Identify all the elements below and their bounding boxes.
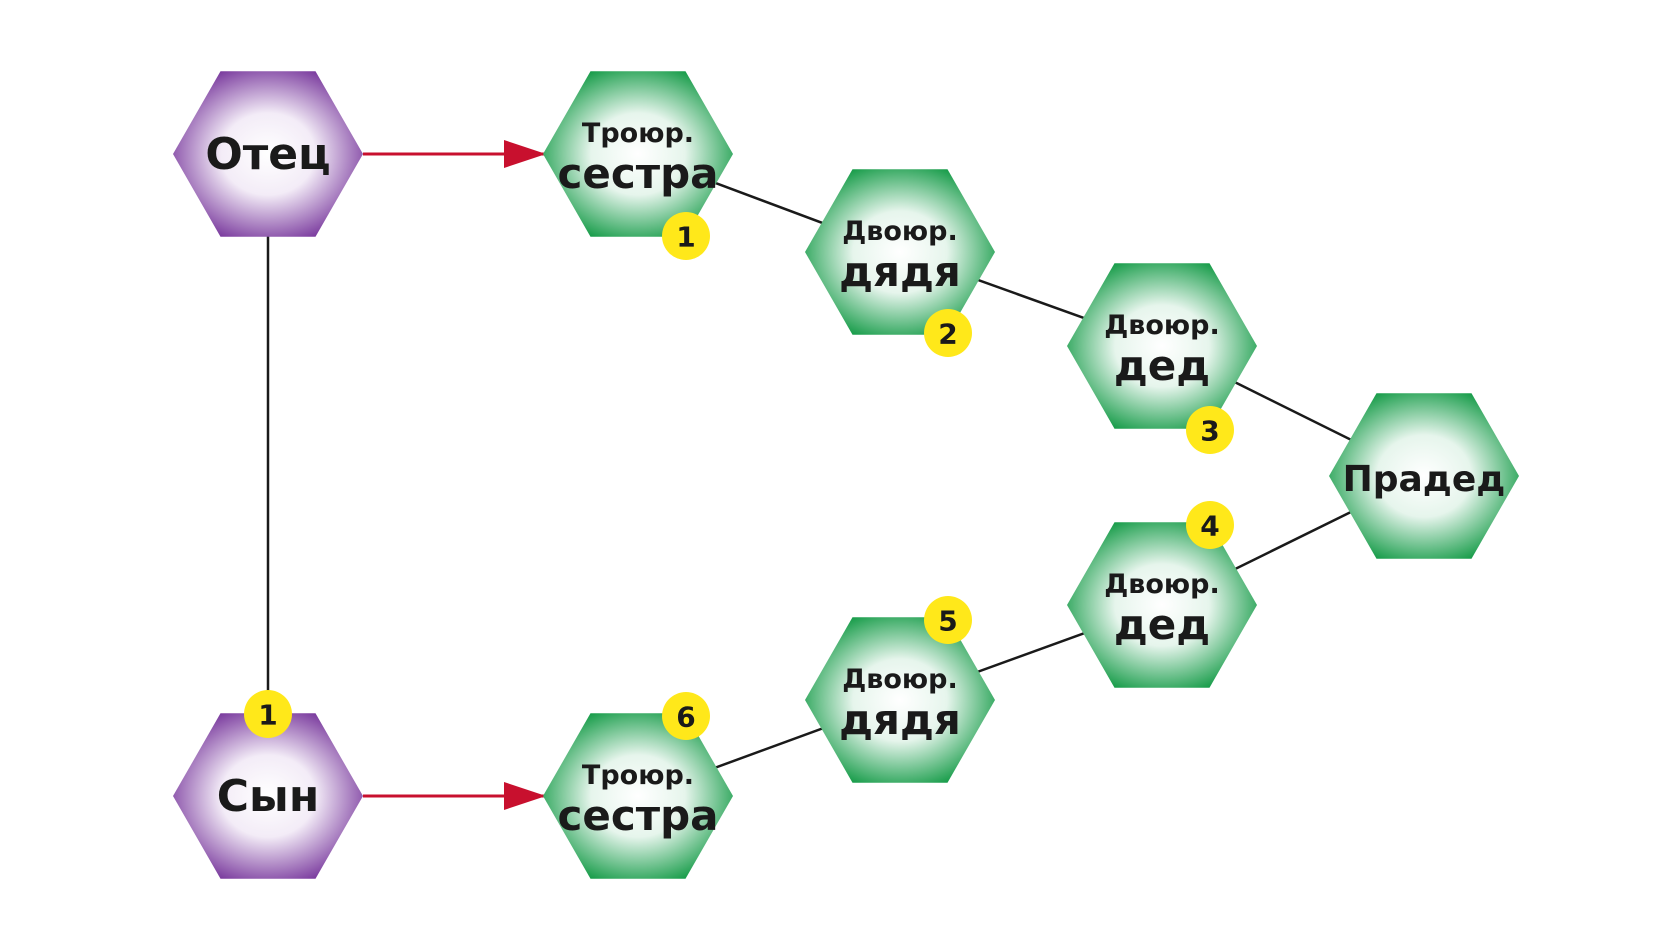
node-label-top: Двоюр.	[1104, 569, 1220, 600]
node-son: Сын	[173, 713, 363, 879]
node-father: Отец	[173, 71, 363, 237]
arrow-son-to-cousin2-sister-bottom	[504, 782, 546, 810]
node-label-main: дед	[1114, 341, 1210, 390]
badge-number: 1	[676, 221, 695, 254]
hexagon-great-grandfather	[1329, 393, 1519, 559]
hexagon-son	[173, 713, 363, 879]
badge-number: 1	[258, 699, 277, 732]
badge-bottom-6: 6	[662, 692, 710, 740]
node-label-main: Сын	[217, 771, 319, 822]
hexagon-cousin-grandfather-top	[1067, 263, 1257, 429]
badge-circle	[662, 692, 710, 740]
badge-top-3: 3	[1186, 406, 1234, 454]
hexagon-cousin-grandfather-bottom	[1067, 522, 1257, 688]
node-cousin2-sister-top: Троюр.сестра	[543, 71, 733, 237]
badge-circle	[1186, 406, 1234, 454]
hexagon-cousin-uncle-bottom	[805, 617, 995, 783]
badge-circle	[924, 596, 972, 644]
hexagon-cousin2-sister-top	[543, 71, 733, 237]
badge-number: 4	[1200, 510, 1219, 543]
node-cousin-uncle-bottom: Двоюр.дядя	[805, 617, 995, 783]
node-label-main: дядя	[839, 695, 961, 744]
badge-bottom-5: 5	[924, 596, 972, 644]
badge-number: 2	[938, 318, 957, 351]
node-label-main: Прадед	[1343, 459, 1506, 500]
badge-top-1: 1	[662, 212, 710, 260]
badges: 1 1 2 3 4 5 6	[244, 212, 1234, 740]
node-label-main: дядя	[839, 247, 961, 296]
node-cousin2-sister-bottom: Троюр.сестра	[543, 713, 733, 879]
node-label-main: дед	[1114, 600, 1210, 649]
hexagon-cousin2-sister-bottom	[543, 713, 733, 879]
arrow-father-to-cousin2-sister-top	[504, 140, 546, 168]
nodes: ОтецСынТроюр.сестраДвоюр.дядяДвоюр.дедПр…	[173, 71, 1519, 879]
badge-number: 6	[676, 701, 695, 734]
badge-number: 5	[938, 605, 957, 638]
hexagon-father	[173, 71, 363, 237]
node-great-grandfather: Прадед	[1329, 393, 1519, 559]
node-label-main: Отец	[205, 129, 330, 180]
node-label-top: Троюр.	[582, 118, 694, 149]
node-label-main: сестра	[557, 149, 718, 198]
badge-circle	[244, 690, 292, 738]
node-cousin-grandfather-top: Двоюр.дед	[1067, 263, 1257, 429]
badge-number: 3	[1200, 415, 1219, 448]
node-cousin-uncle-top: Двоюр.дядя	[805, 169, 995, 335]
badge-circle	[662, 212, 710, 260]
node-label-main: сестра	[557, 791, 718, 840]
badge-circle	[1186, 501, 1234, 549]
hexagon-cousin-uncle-top	[805, 169, 995, 335]
badge-top-2: 2	[924, 309, 972, 357]
node-cousin-grandfather-bottom: Двоюр.дед	[1067, 522, 1257, 688]
node-label-top: Троюр.	[582, 760, 694, 791]
badge-circle	[924, 309, 972, 357]
node-label-top: Двоюр.	[842, 664, 958, 695]
badge-bottom-4: 4	[1186, 501, 1234, 549]
node-label-top: Двоюр.	[1104, 310, 1220, 341]
arrows	[363, 140, 546, 810]
badge-son: 1	[244, 690, 292, 738]
node-label-top: Двоюр.	[842, 216, 958, 247]
